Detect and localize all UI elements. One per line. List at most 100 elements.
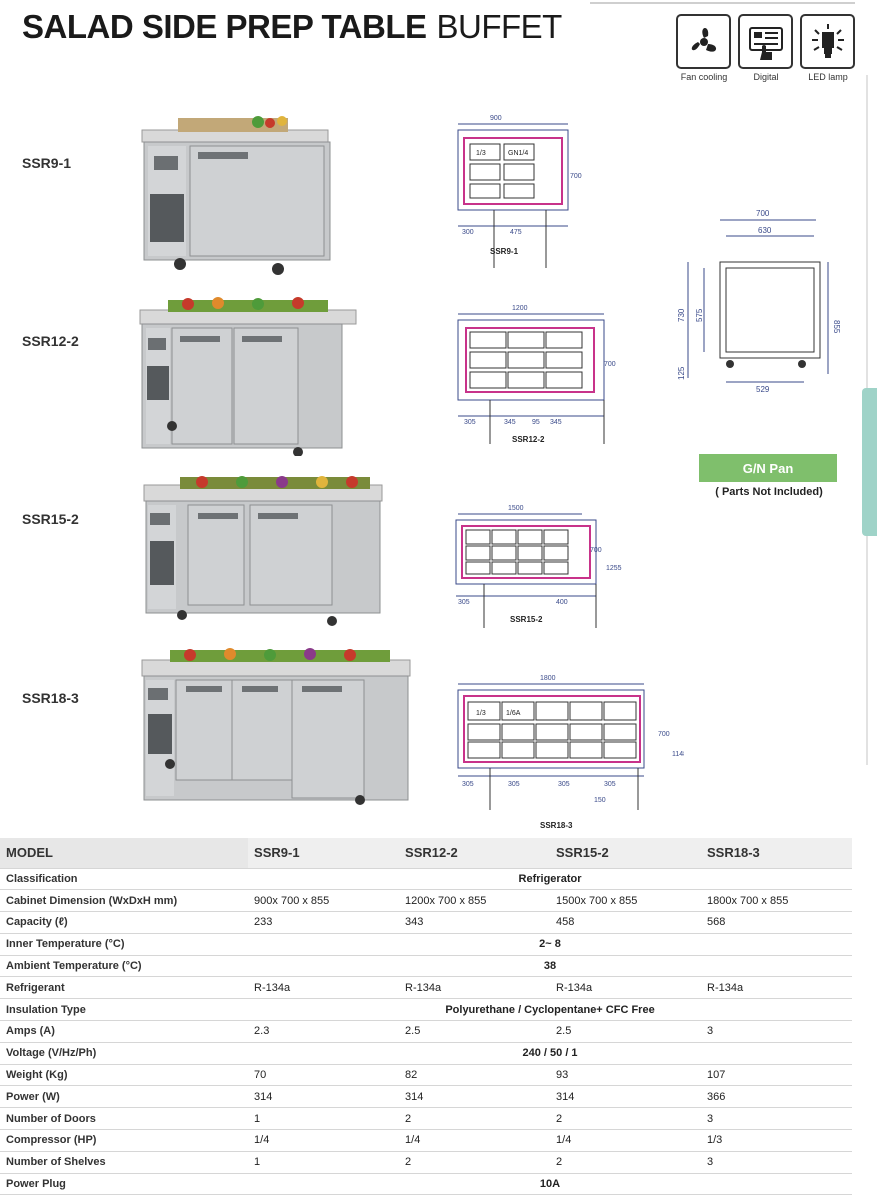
spec-row-label: Refrigerant [0, 976, 249, 1000]
product-photo-ssr18-3 [141, 648, 411, 805]
pan-label: 1/6A [506, 710, 521, 717]
spec-header-cell: SSR12-2 [399, 838, 551, 869]
drawing-caption: SSR9-1 [490, 247, 519, 256]
drawing-sub: 300 [462, 229, 474, 236]
drawing-width: 1500 [508, 505, 524, 512]
spec-row: Ambient Temperature (°C)38 [0, 955, 852, 978]
feature-label: LED lamp [808, 72, 848, 82]
drawing-width: 1800 [540, 675, 556, 682]
drawing-height: 700 [604, 361, 616, 368]
feature-fan-cooling: Fan cooling [676, 14, 732, 82]
spec-row-label: Voltage (V/Hz/Ph) [0, 1042, 249, 1065]
drawing-sub: 400 [556, 599, 568, 606]
side-right-height: 855 [832, 320, 841, 334]
spec-row-value: 366 [701, 1085, 852, 1109]
spec-row-label: Compressor (HP) [0, 1129, 249, 1152]
spec-row-value: R-134a [550, 976, 701, 1000]
drawing-caption: SSR18-3 [540, 821, 573, 830]
spec-row-value: 82 [399, 1064, 551, 1087]
spec-row-value: Refrigerator [248, 868, 852, 891]
parts-not-included-note: ( Parts Not Included) [715, 486, 823, 498]
spec-row-value: 1 [248, 1151, 400, 1174]
spec-row-value: 458 [550, 911, 701, 934]
drawing-caption: SSR15-2 [510, 615, 543, 624]
spec-table: MODEL SSR9-1 SSR12-2 SSR15-2 SSR18-3 Cla… [0, 838, 852, 1196]
top-rule [590, 2, 855, 4]
spec-row: Voltage (V/Hz/Ph)240 / 50 / 1 [0, 1042, 852, 1065]
spec-row-label: Weight (Kg) [0, 1064, 249, 1087]
drawing-total: 1148 [672, 751, 684, 758]
side-inner-width: 630 [758, 226, 772, 235]
spec-row-value: 2 [550, 1107, 701, 1131]
title-bold: SALAD SIDE PREP TABLE [22, 8, 427, 45]
drawing-height: 700 [590, 547, 602, 554]
spec-row-value: 2 [399, 1151, 551, 1174]
drawing-total: 1255 [606, 565, 622, 572]
drawing-width: 1200 [512, 305, 528, 312]
spec-row-label: Capacity (ℓ) [0, 911, 249, 934]
drawing-side-view: 700 630 730 575 855 125 529 [677, 209, 841, 394]
spec-row-value: 2~ 8 [248, 933, 852, 956]
spec-row-value: 2.5 [399, 1020, 551, 1043]
drawing-ssr12-2: 1200 700 305 345 95 345 SSR12-2 [457, 305, 616, 444]
drawing-width: 900 [490, 115, 502, 122]
spec-row-value: 107 [701, 1064, 852, 1087]
drawing-sub: 345 [504, 419, 516, 426]
spec-row-value: 1/3 [701, 1129, 852, 1152]
feature-led-lamp: LED lamp [800, 14, 856, 82]
spec-row-value: 900x 700 x 855 [248, 889, 400, 913]
spec-row-value: 1800x 700 x 855 [701, 889, 852, 913]
drawing-sub: 305 [558, 781, 570, 788]
pan-label: 1/3 [476, 150, 486, 157]
spec-row-value: 93 [550, 1064, 701, 1087]
drawing-sub: 345 [550, 419, 562, 426]
spec-row-label: Power (W) [0, 1085, 249, 1109]
spec-row-value: 343 [399, 911, 551, 934]
drawing-sub: 305 [458, 599, 470, 606]
product-photo-ssr12-2 [139, 297, 357, 456]
drawing-height: 700 [570, 173, 582, 180]
spec-row-value: 2 [399, 1107, 551, 1131]
drawing-sub: 305 [464, 419, 476, 426]
feature-label: Digital [753, 72, 779, 82]
spec-row-value: 2.5 [550, 1020, 701, 1043]
drawing-sub: 475 [510, 229, 522, 236]
fan-icon [676, 14, 731, 69]
feature-digital: Digital [738, 14, 794, 82]
side-leg-height: 125 [677, 366, 686, 380]
section-side-tab[interactable] [862, 388, 877, 536]
model-label-ssr18-3: SSR18-3 [22, 690, 79, 706]
spec-row-value: 2 [550, 1151, 701, 1174]
spec-row-label: Classification [0, 868, 249, 891]
model-label-ssr9-1: SSR9-1 [22, 155, 72, 171]
spec-row-value: 2.3 [248, 1020, 400, 1043]
spec-header-row: MODEL SSR9-1 SSR12-2 SSR15-2 SSR18-3 [0, 838, 852, 869]
drawing-sub: 305 [604, 781, 616, 788]
spec-row-value: 1/4 [399, 1129, 551, 1152]
spec-header-cell: SSR9-1 [248, 838, 400, 869]
side-top-width: 700 [756, 209, 770, 218]
pan-label: 1/3 [476, 710, 486, 717]
drawing-ssr15-2: 1500 700 1255 305 400 SSR15-2 [455, 505, 622, 628]
side-left-inner: 575 [695, 308, 704, 322]
side-left-height: 730 [677, 308, 686, 322]
spec-row-label: Insulation Type [0, 998, 249, 1022]
drawing-ssr9-1: 900 1/3 GN1/4 700 300 475 SSR9-1 [457, 115, 582, 268]
spec-row-value: 70 [248, 1064, 400, 1087]
spec-row-value: 1500x 700 x 855 [550, 889, 701, 913]
spec-header-cell: SSR18-3 [701, 838, 852, 869]
digital-display-icon [738, 14, 793, 69]
feature-icons: Fan cooling Digital [676, 14, 856, 82]
spec-row-value: 314 [550, 1085, 701, 1109]
product-photo-ssr15-2 [143, 476, 383, 626]
spec-row: Inner Temperature (°C)2~ 8 [0, 933, 852, 956]
spec-row-value: R-134a [248, 976, 400, 1000]
spec-row-label: Ambient Temperature (°C) [0, 955, 249, 978]
